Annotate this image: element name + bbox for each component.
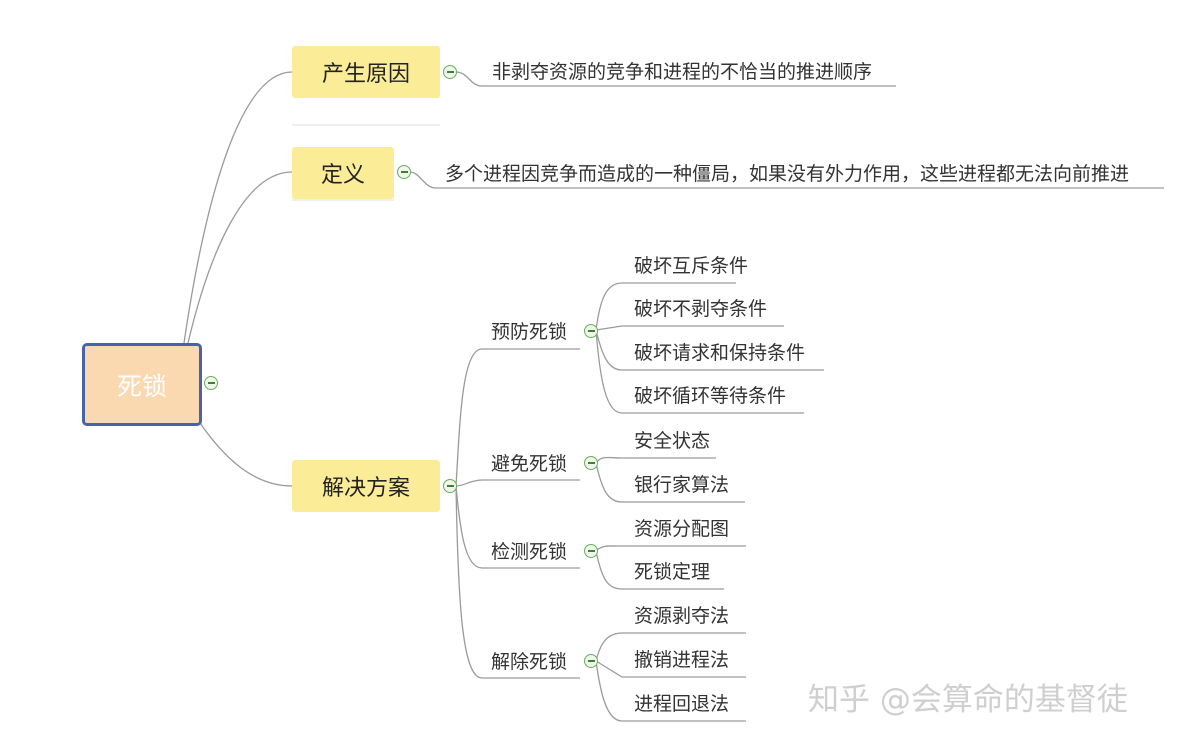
- leaf-item[interactable]: 银行家算法: [634, 474, 730, 496]
- cause-detail: 非剥夺资源的竞争和进程的不恰当的推进顺序: [492, 61, 873, 83]
- leaf-item[interactable]: 进程回退法: [634, 693, 730, 715]
- branch-detect[interactable]: 检测死锁: [491, 541, 568, 563]
- collapse-icon[interactable]: [584, 324, 598, 338]
- topic-definition[interactable]: 定义: [292, 147, 394, 199]
- root-label: 死锁: [116, 371, 167, 401]
- branch-recover[interactable]: 解除死锁: [491, 651, 568, 673]
- leaf-item[interactable]: 死锁定理: [634, 561, 711, 583]
- branch-avoid[interactable]: 避免死锁: [491, 453, 568, 475]
- collapse-icon[interactable]: [443, 479, 457, 493]
- leaf-item[interactable]: 安全状态: [634, 430, 711, 452]
- collapse-icon[interactable]: [204, 376, 218, 390]
- topic-cause[interactable]: 产生原因: [292, 46, 440, 98]
- leaf-item[interactable]: 资源分配图: [634, 518, 730, 540]
- collapse-icon[interactable]: [584, 456, 598, 470]
- topic-solution-label: 解决方案: [321, 476, 410, 501]
- topic-definition-label: 定义: [320, 163, 365, 188]
- leaf-item[interactable]: 资源剥夺法: [634, 605, 730, 627]
- watermark: 知乎 @会算命的基督徒: [808, 682, 1128, 718]
- collapse-icon[interactable]: [584, 654, 598, 668]
- topic-cause-label: 产生原因: [321, 62, 410, 87]
- collapse-icon[interactable]: [397, 165, 411, 179]
- leaf-item[interactable]: 撤销进程法: [634, 649, 730, 671]
- branch-prevent[interactable]: 预防死锁: [491, 321, 568, 343]
- root-node[interactable]: 死锁: [82, 343, 202, 426]
- leaf-item[interactable]: 破坏不剥夺条件: [634, 298, 768, 320]
- leaf-item[interactable]: 破坏互斥条件: [634, 255, 749, 277]
- leaf-item[interactable]: 破坏循环等待条件: [634, 385, 787, 407]
- leaf-item[interactable]: 破坏请求和保持条件: [634, 342, 806, 364]
- definition-detail: 多个进程因竞争而造成的一种僵局，如果没有外力作用，这些进程都无法向前推进: [445, 163, 1130, 185]
- topic-solution[interactable]: 解决方案: [292, 460, 440, 512]
- collapse-icon[interactable]: [443, 65, 457, 79]
- collapse-icon[interactable]: [584, 544, 598, 558]
